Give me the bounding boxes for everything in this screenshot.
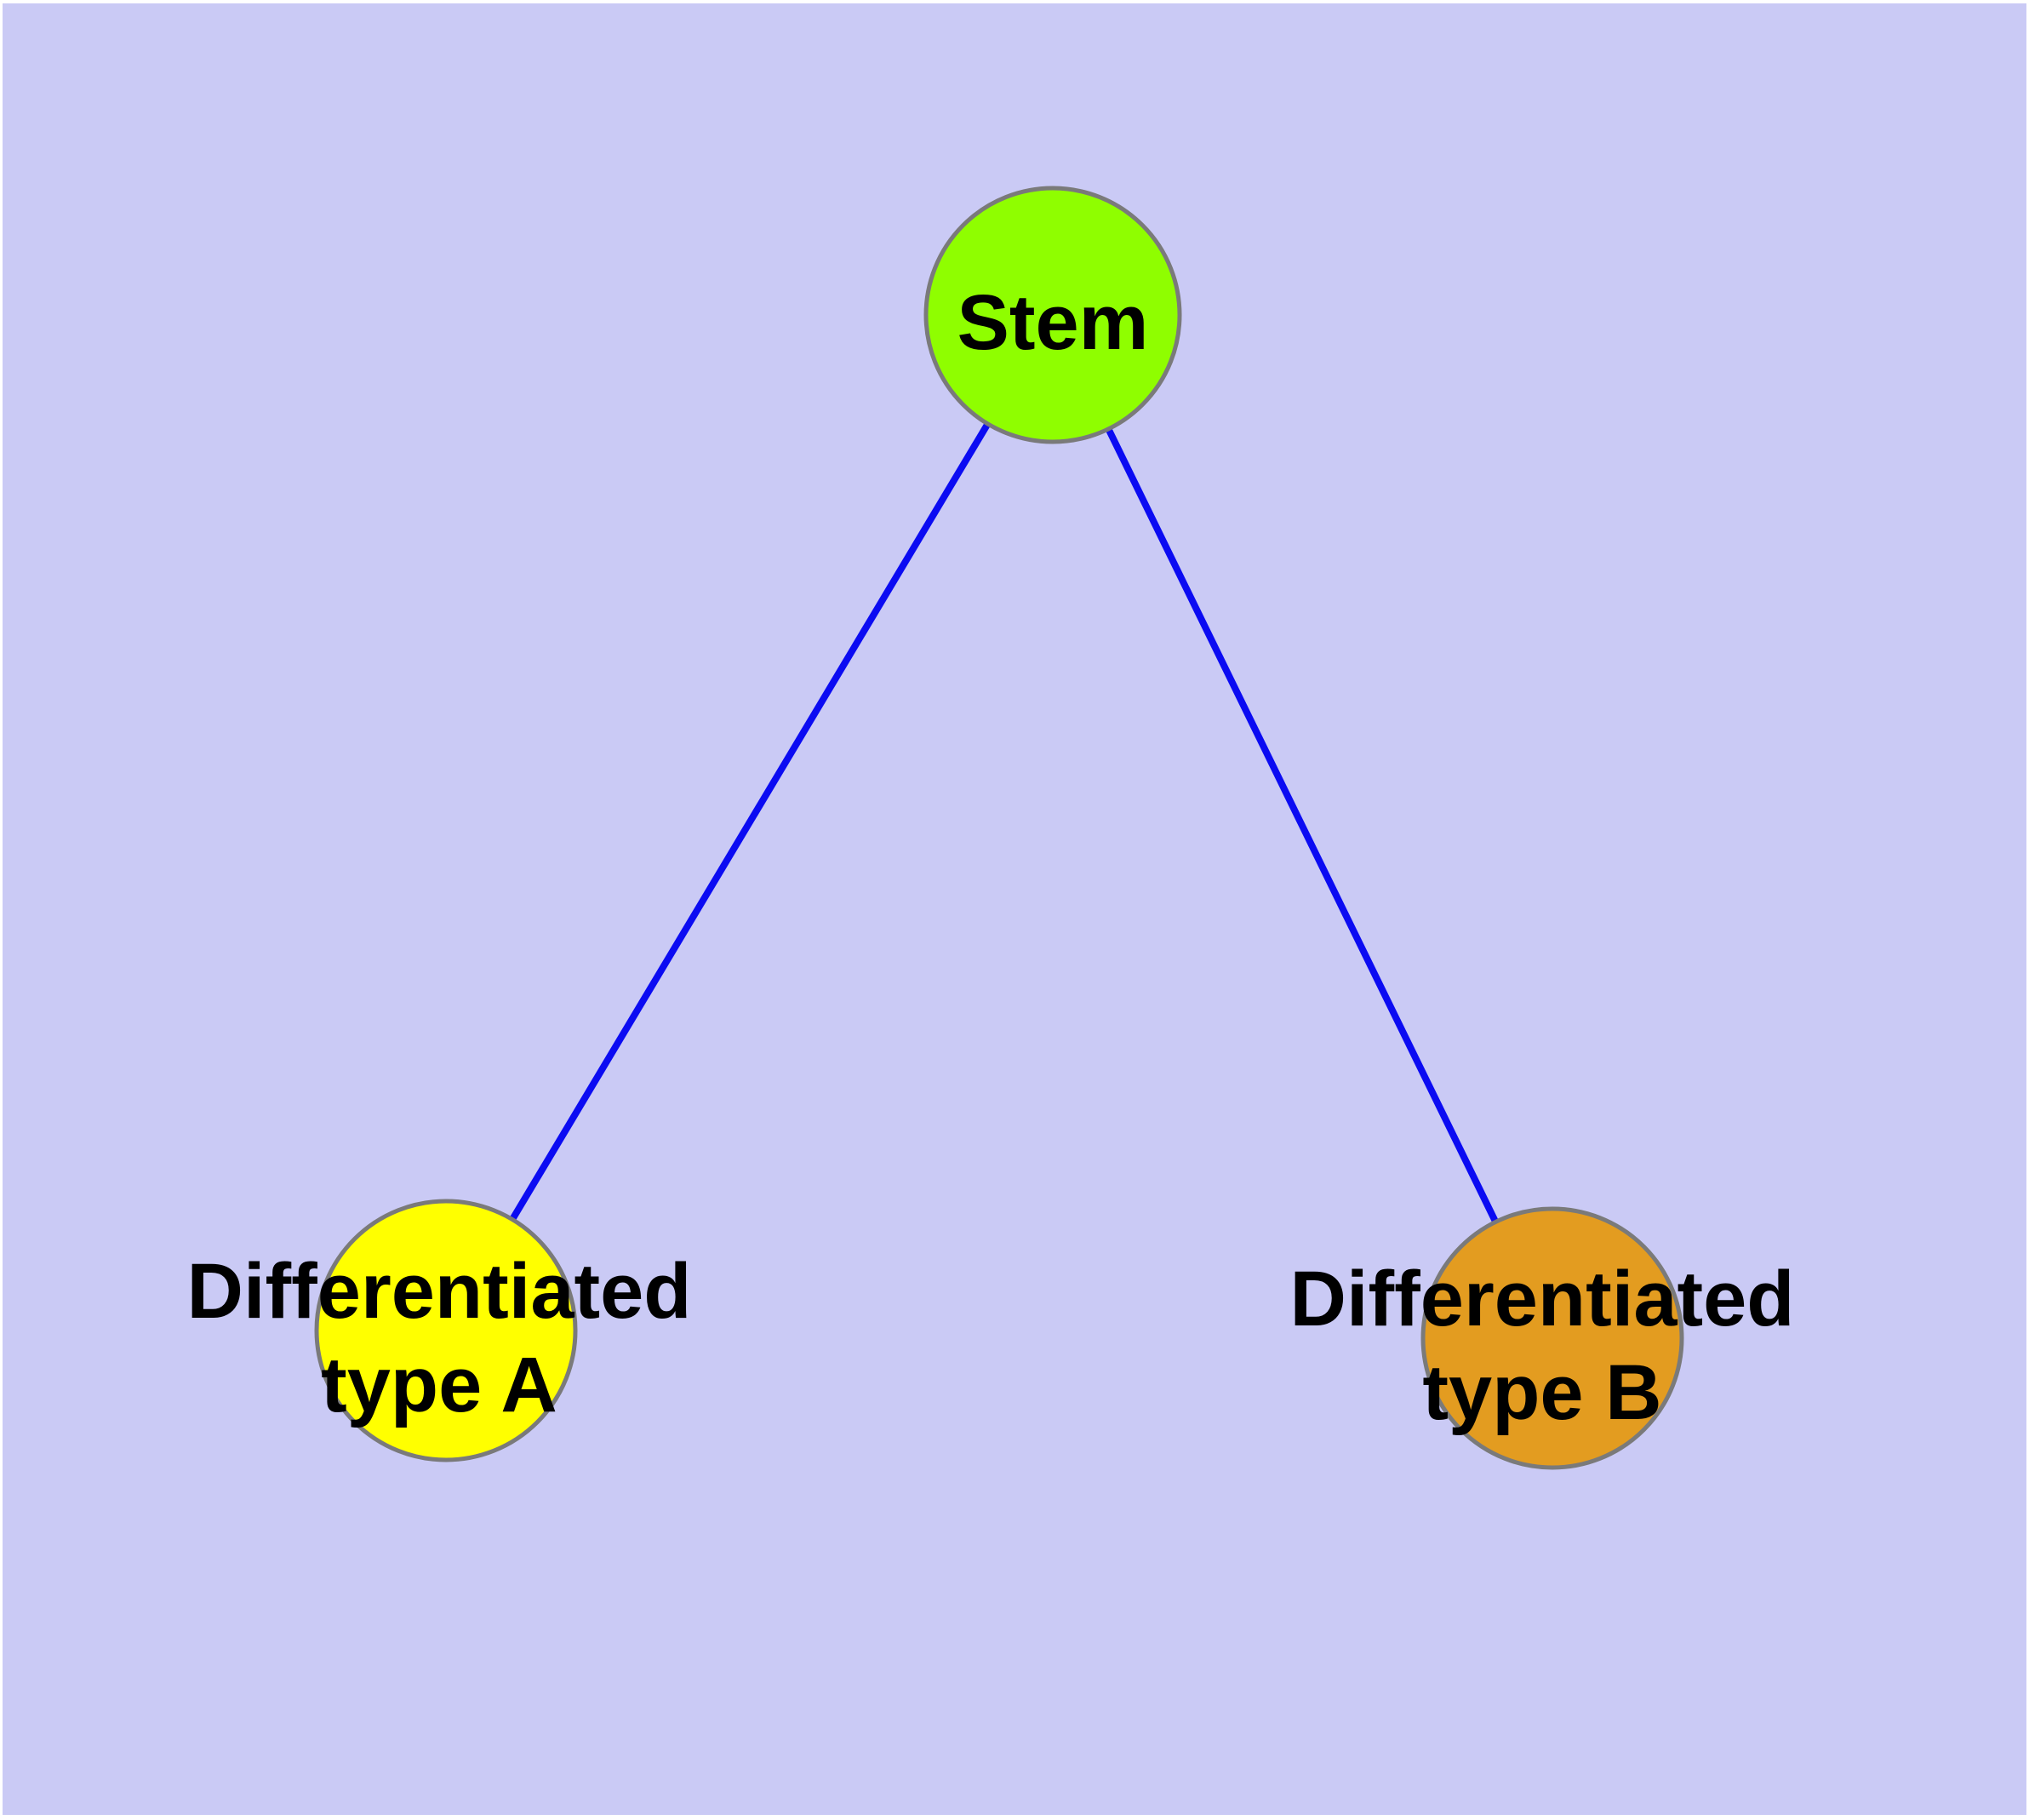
type-a-node-label-line2: type A: [321, 1342, 557, 1428]
type-b-node-circle: [1420, 1206, 1684, 1470]
stem-node-circle: [923, 186, 1182, 444]
node-differentiated-type-b: Differentiated type B: [1290, 1206, 1795, 1470]
edge-stem-to-type-b: [1049, 313, 1556, 1340]
node-stem: Stem: [923, 186, 1182, 444]
type-b-node-label-line1: Differentiated: [1290, 1256, 1795, 1342]
edge-stem-to-type-a: [443, 312, 1056, 1333]
type-a-node-circle: [314, 1199, 578, 1462]
node-differentiated-type-a: Differentiated type A: [187, 1199, 692, 1462]
type-b-node-label-line2: type B: [1422, 1349, 1661, 1436]
type-a-node-label-line1: Differentiated: [187, 1248, 692, 1335]
stem-node-label: Stem: [957, 279, 1149, 366]
